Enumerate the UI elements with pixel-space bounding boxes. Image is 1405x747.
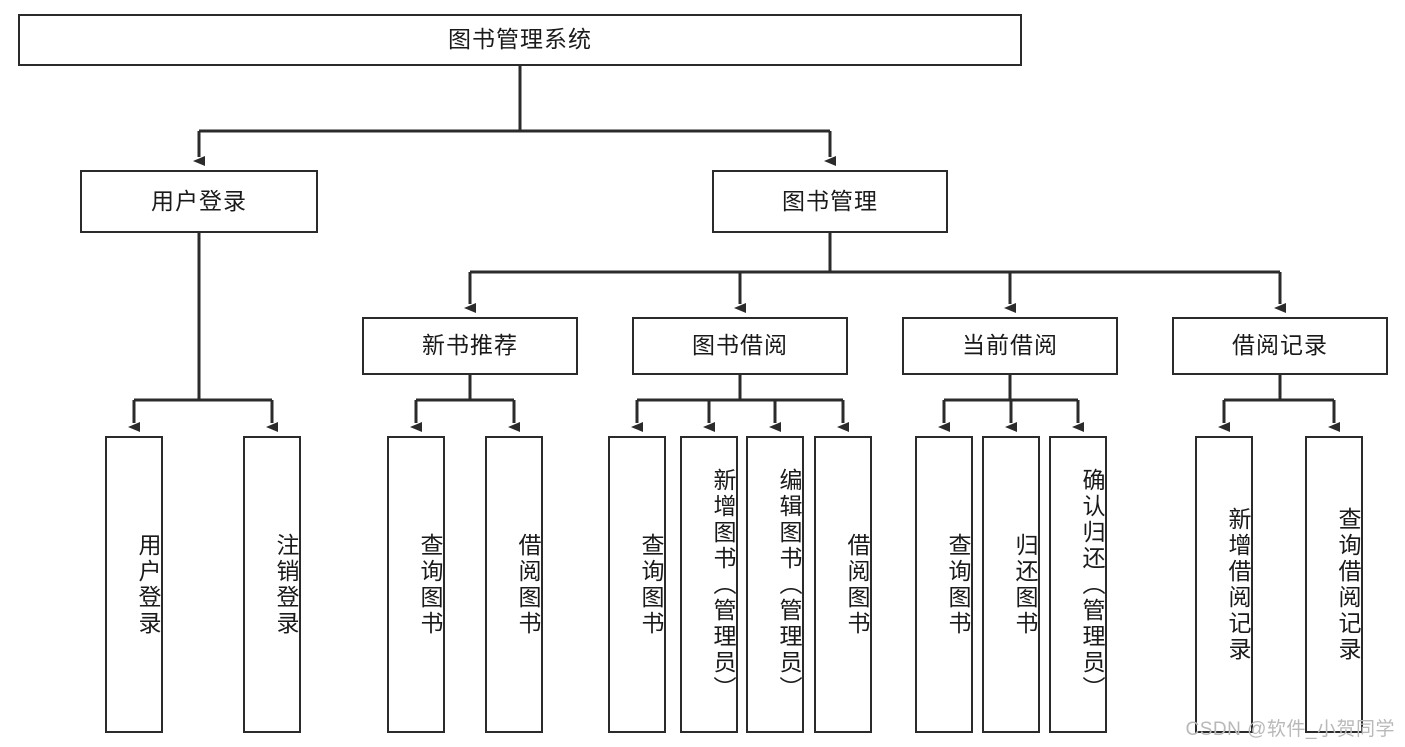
node-label: 用户登录: [151, 187, 247, 214]
node-label: 借阅图书: [844, 532, 870, 637]
node-leaf_query_book_2[interactable]: 查询图书: [608, 436, 666, 733]
node-root[interactable]: 图书管理系统: [18, 14, 1022, 66]
node-label: 新增借阅记录: [1225, 506, 1251, 663]
node-label: 新增图书（管理员）: [710, 467, 736, 702]
node-leaf_add_record[interactable]: 新增借阅记录: [1195, 436, 1253, 733]
node-new_book_rec[interactable]: 新书推荐: [362, 317, 578, 375]
node-label: 图书管理: [782, 187, 878, 214]
node-book_borrow[interactable]: 图书借阅: [632, 317, 848, 375]
node-label: 图书管理系统: [448, 26, 592, 53]
node-user_login[interactable]: 用户登录: [80, 170, 318, 233]
node-leaf_query_book_3[interactable]: 查询图书: [915, 436, 973, 733]
node-label: 确认归还（管理员）: [1079, 467, 1105, 702]
node-label: 编辑图书（管理员）: [776, 467, 802, 702]
node-label: 查询图书: [417, 532, 443, 637]
node-leaf_borrow_book_2[interactable]: 借阅图书: [814, 436, 872, 733]
node-label: 借阅图书: [515, 532, 541, 637]
node-leaf_query_record[interactable]: 查询借阅记录: [1305, 436, 1363, 733]
node-label: 归还图书: [1012, 532, 1038, 637]
node-label: 注销登录: [273, 532, 299, 637]
node-label: 查询图书: [945, 532, 971, 637]
node-current_borrow[interactable]: 当前借阅: [902, 317, 1118, 375]
node-leaf_confirm_return[interactable]: 确认归还（管理员）: [1049, 436, 1107, 733]
node-borrow_record[interactable]: 借阅记录: [1172, 317, 1388, 375]
watermark-label: CSDN @软件_小贺同学: [1185, 719, 1395, 740]
node-leaf_edit_book[interactable]: 编辑图书（管理员）: [746, 436, 804, 733]
node-label: 图书借阅: [692, 332, 788, 359]
node-leaf_borrow_book_1[interactable]: 借阅图书: [485, 436, 543, 733]
node-leaf_logout[interactable]: 注销登录: [243, 436, 301, 733]
node-book_manage[interactable]: 图书管理: [712, 170, 948, 233]
node-leaf_user_login[interactable]: 用户登录: [105, 436, 163, 733]
node-label: 查询借阅记录: [1335, 506, 1361, 663]
node-label: 新书推荐: [422, 332, 518, 359]
node-label: 用户登录: [135, 532, 161, 637]
node-label: 当前借阅: [962, 332, 1058, 359]
node-label: 查询图书: [638, 532, 664, 637]
node-label: 借阅记录: [1232, 332, 1328, 359]
node-leaf_add_book[interactable]: 新增图书（管理员）: [680, 436, 738, 733]
node-leaf_query_book_1[interactable]: 查询图书: [387, 436, 445, 733]
node-leaf_return_book[interactable]: 归还图书: [982, 436, 1040, 733]
